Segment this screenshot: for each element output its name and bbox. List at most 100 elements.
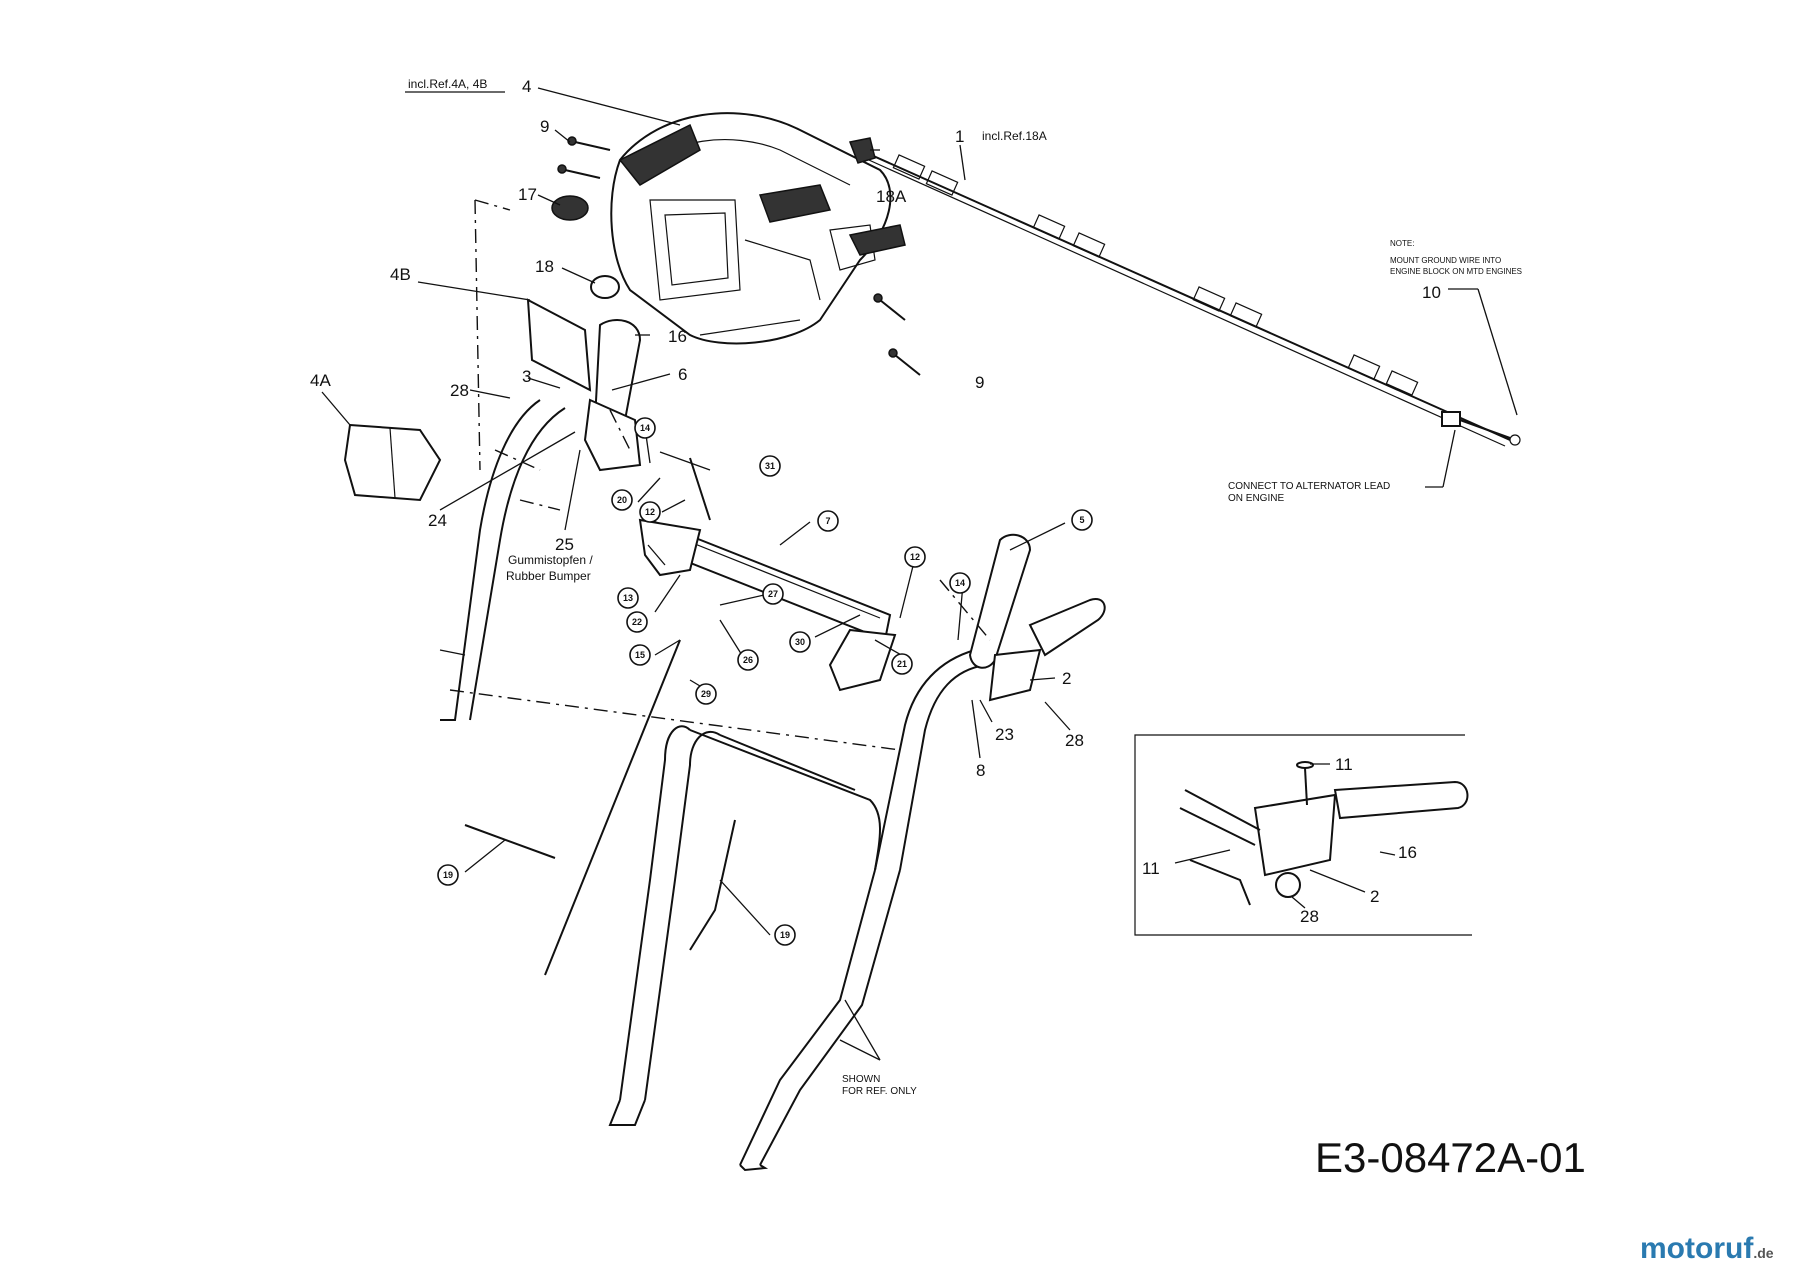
inset-callout-11-top: 11 [1335,755,1353,774]
note-bumper-1: Gummistopfen / [508,553,593,567]
note-alternator-2: ON ENGINE [1228,493,1284,504]
circled-callout-14a: 14 [634,417,656,439]
note-alternator-1: CONNECT TO ALTERNATOR LEAD [1228,481,1390,492]
knob-17 [551,195,589,221]
inset-callout-11-left: 11 [1142,859,1160,878]
svg-text:26: 26 [743,655,753,665]
svg-text:20: 20 [617,495,627,505]
svg-text:14: 14 [955,578,965,588]
note-incl-1: incl.Ref.18A [982,129,1047,143]
circled-callout-7: 7 [817,510,839,532]
handle-right-upper [874,649,986,871]
circled-callout-12a: 12 [639,501,661,523]
inset-callout-16: 16 [1398,843,1417,862]
callout-25: 25 [555,535,574,554]
svg-text:13: 13 [623,593,633,603]
circled-callout-19b: 19 [774,924,796,946]
callout-2: 2 [1062,669,1071,688]
circled-callout-14b: 14 [949,572,971,594]
alignment-lines [449,199,991,751]
svg-text:14: 14 [640,423,650,433]
cable-19-mid [689,819,736,951]
note-shown-1: SHOWN [842,1074,880,1085]
callout-23: 23 [995,725,1014,744]
handle-left [439,399,566,721]
inset-detail [1134,734,1472,936]
lever-31 [689,457,711,521]
circled-callout-20: 20 [611,489,633,511]
control-bracket-7 [638,518,897,692]
callout-18: 18 [535,257,554,276]
callout-6: 6 [678,365,687,384]
handle-lower-frame [608,725,901,1172]
light-bulb-18 [590,275,620,299]
chute-bracket-6 [583,398,642,472]
circled-callout-21: 21 [891,653,913,675]
callout-28-right: 28 [1065,731,1084,750]
wire-harness-1 [848,137,1521,447]
svg-text:27: 27 [768,589,778,599]
circled-callout-30: 30 [789,631,811,653]
drawing-number: E3-08472A-01 [1315,1134,1586,1181]
callout-18A: 18A [876,187,907,206]
logo-suffix: .de [1753,1245,1773,1261]
circled-callout-27: 27 [762,583,784,605]
callout-3: 3 [522,367,531,386]
callout-17: 17 [518,185,537,204]
svg-text:30: 30 [795,637,805,647]
svg-text:7: 7 [825,516,830,526]
callout-10: 10 [1422,283,1441,302]
circled-callout-19a: 19 [437,864,459,886]
circled-callout-22: 22 [626,611,648,633]
note-ground-2: ENGINE BLOCK ON MTD ENGINES [1390,267,1522,276]
svg-text:5: 5 [1079,515,1084,525]
callout-1: 1 [955,127,964,146]
circled-callout-12b: 12 [904,546,926,568]
circled-callout-29: 29 [695,683,717,705]
callout-leaders [321,87,1518,1061]
svg-text:12: 12 [645,507,655,517]
inset-callout-2: 2 [1370,887,1379,906]
note-ground-1: MOUNT GROUND WIRE INTO [1390,256,1501,265]
svg-text:31: 31 [765,461,775,471]
screw-9-upper [557,136,611,179]
circled-callout-26: 26 [737,649,759,671]
note-ground-title: NOTE: [1390,239,1414,248]
note-incl-4: incl.Ref.4A, 4B [408,77,487,91]
callout-9-upper: 9 [540,117,549,136]
callout-16: 16 [668,327,687,346]
motoruf-logo: motoruf.de [1640,1232,1774,1265]
dash-panel-cover [610,112,906,345]
cable-19-left [464,824,556,859]
bracket-2 [988,648,1042,702]
svg-text:21: 21 [897,659,907,669]
inset-callout-28: 28 [1300,907,1319,926]
svg-text:29: 29 [701,689,711,699]
circled-callout-5: 5 [1071,509,1093,531]
svg-text:motoruf.de: motoruf.de [1640,1232,1774,1265]
callout-4A: 4A [310,371,331,390]
svg-text:12: 12 [910,552,920,562]
callout-8: 8 [976,761,985,780]
screw-9-lower [873,293,921,376]
callout-28-left: 28 [450,381,469,400]
svg-text:19: 19 [443,870,453,880]
callout-24: 24 [428,511,447,530]
circled-callout-31: 31 [759,455,781,477]
circled-callout-13: 13 [617,587,639,609]
cable-29 [544,639,681,976]
svg-text:19: 19 [780,930,790,940]
callout-4: 4 [522,77,531,96]
callout-9-lower: 9 [975,373,984,392]
note-bumper-2: Rubber Bumper [506,569,591,583]
grip-5 [968,533,1032,669]
svg-text:15: 15 [635,650,645,660]
logo-main: motoruf [1640,1232,1754,1265]
note-shown-2: FOR REF. ONLY [842,1086,917,1097]
callout-4B: 4B [390,265,411,284]
handle-grip-right [1028,598,1106,657]
circled-callout-15: 15 [629,644,651,666]
svg-text:22: 22 [632,617,642,627]
chute-deflector-4B [526,298,592,392]
